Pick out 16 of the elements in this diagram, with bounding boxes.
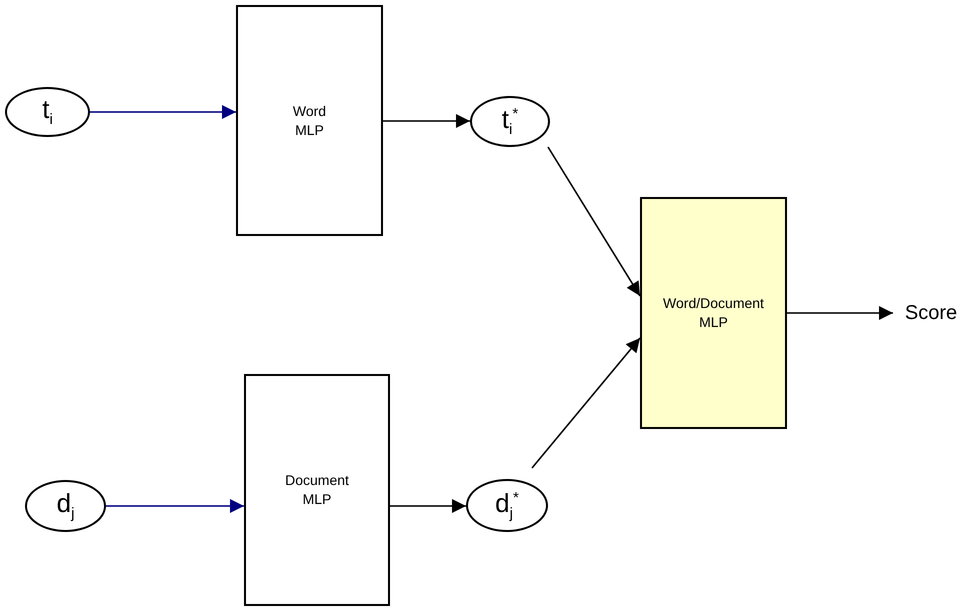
arrow — [383, 114, 470, 128]
arrow — [787, 306, 893, 320]
box-label: Word MLP — [292, 102, 328, 140]
process-box — [640, 197, 787, 429]
arrow — [90, 105, 236, 119]
variable-label: t$_{i}$ — [42, 96, 53, 128]
process-box — [244, 374, 390, 606]
arrow — [106, 499, 244, 513]
output-label: Score — [904, 302, 958, 324]
process-box — [236, 5, 383, 236]
arrow — [547, 146, 641, 296]
variable-label: d$_{j}$ — [56, 490, 74, 522]
box-label: Word/Document MLP — [662, 294, 765, 332]
box-label: Document MLP — [284, 471, 350, 509]
arrow — [390, 499, 466, 513]
arrow — [531, 337, 641, 469]
